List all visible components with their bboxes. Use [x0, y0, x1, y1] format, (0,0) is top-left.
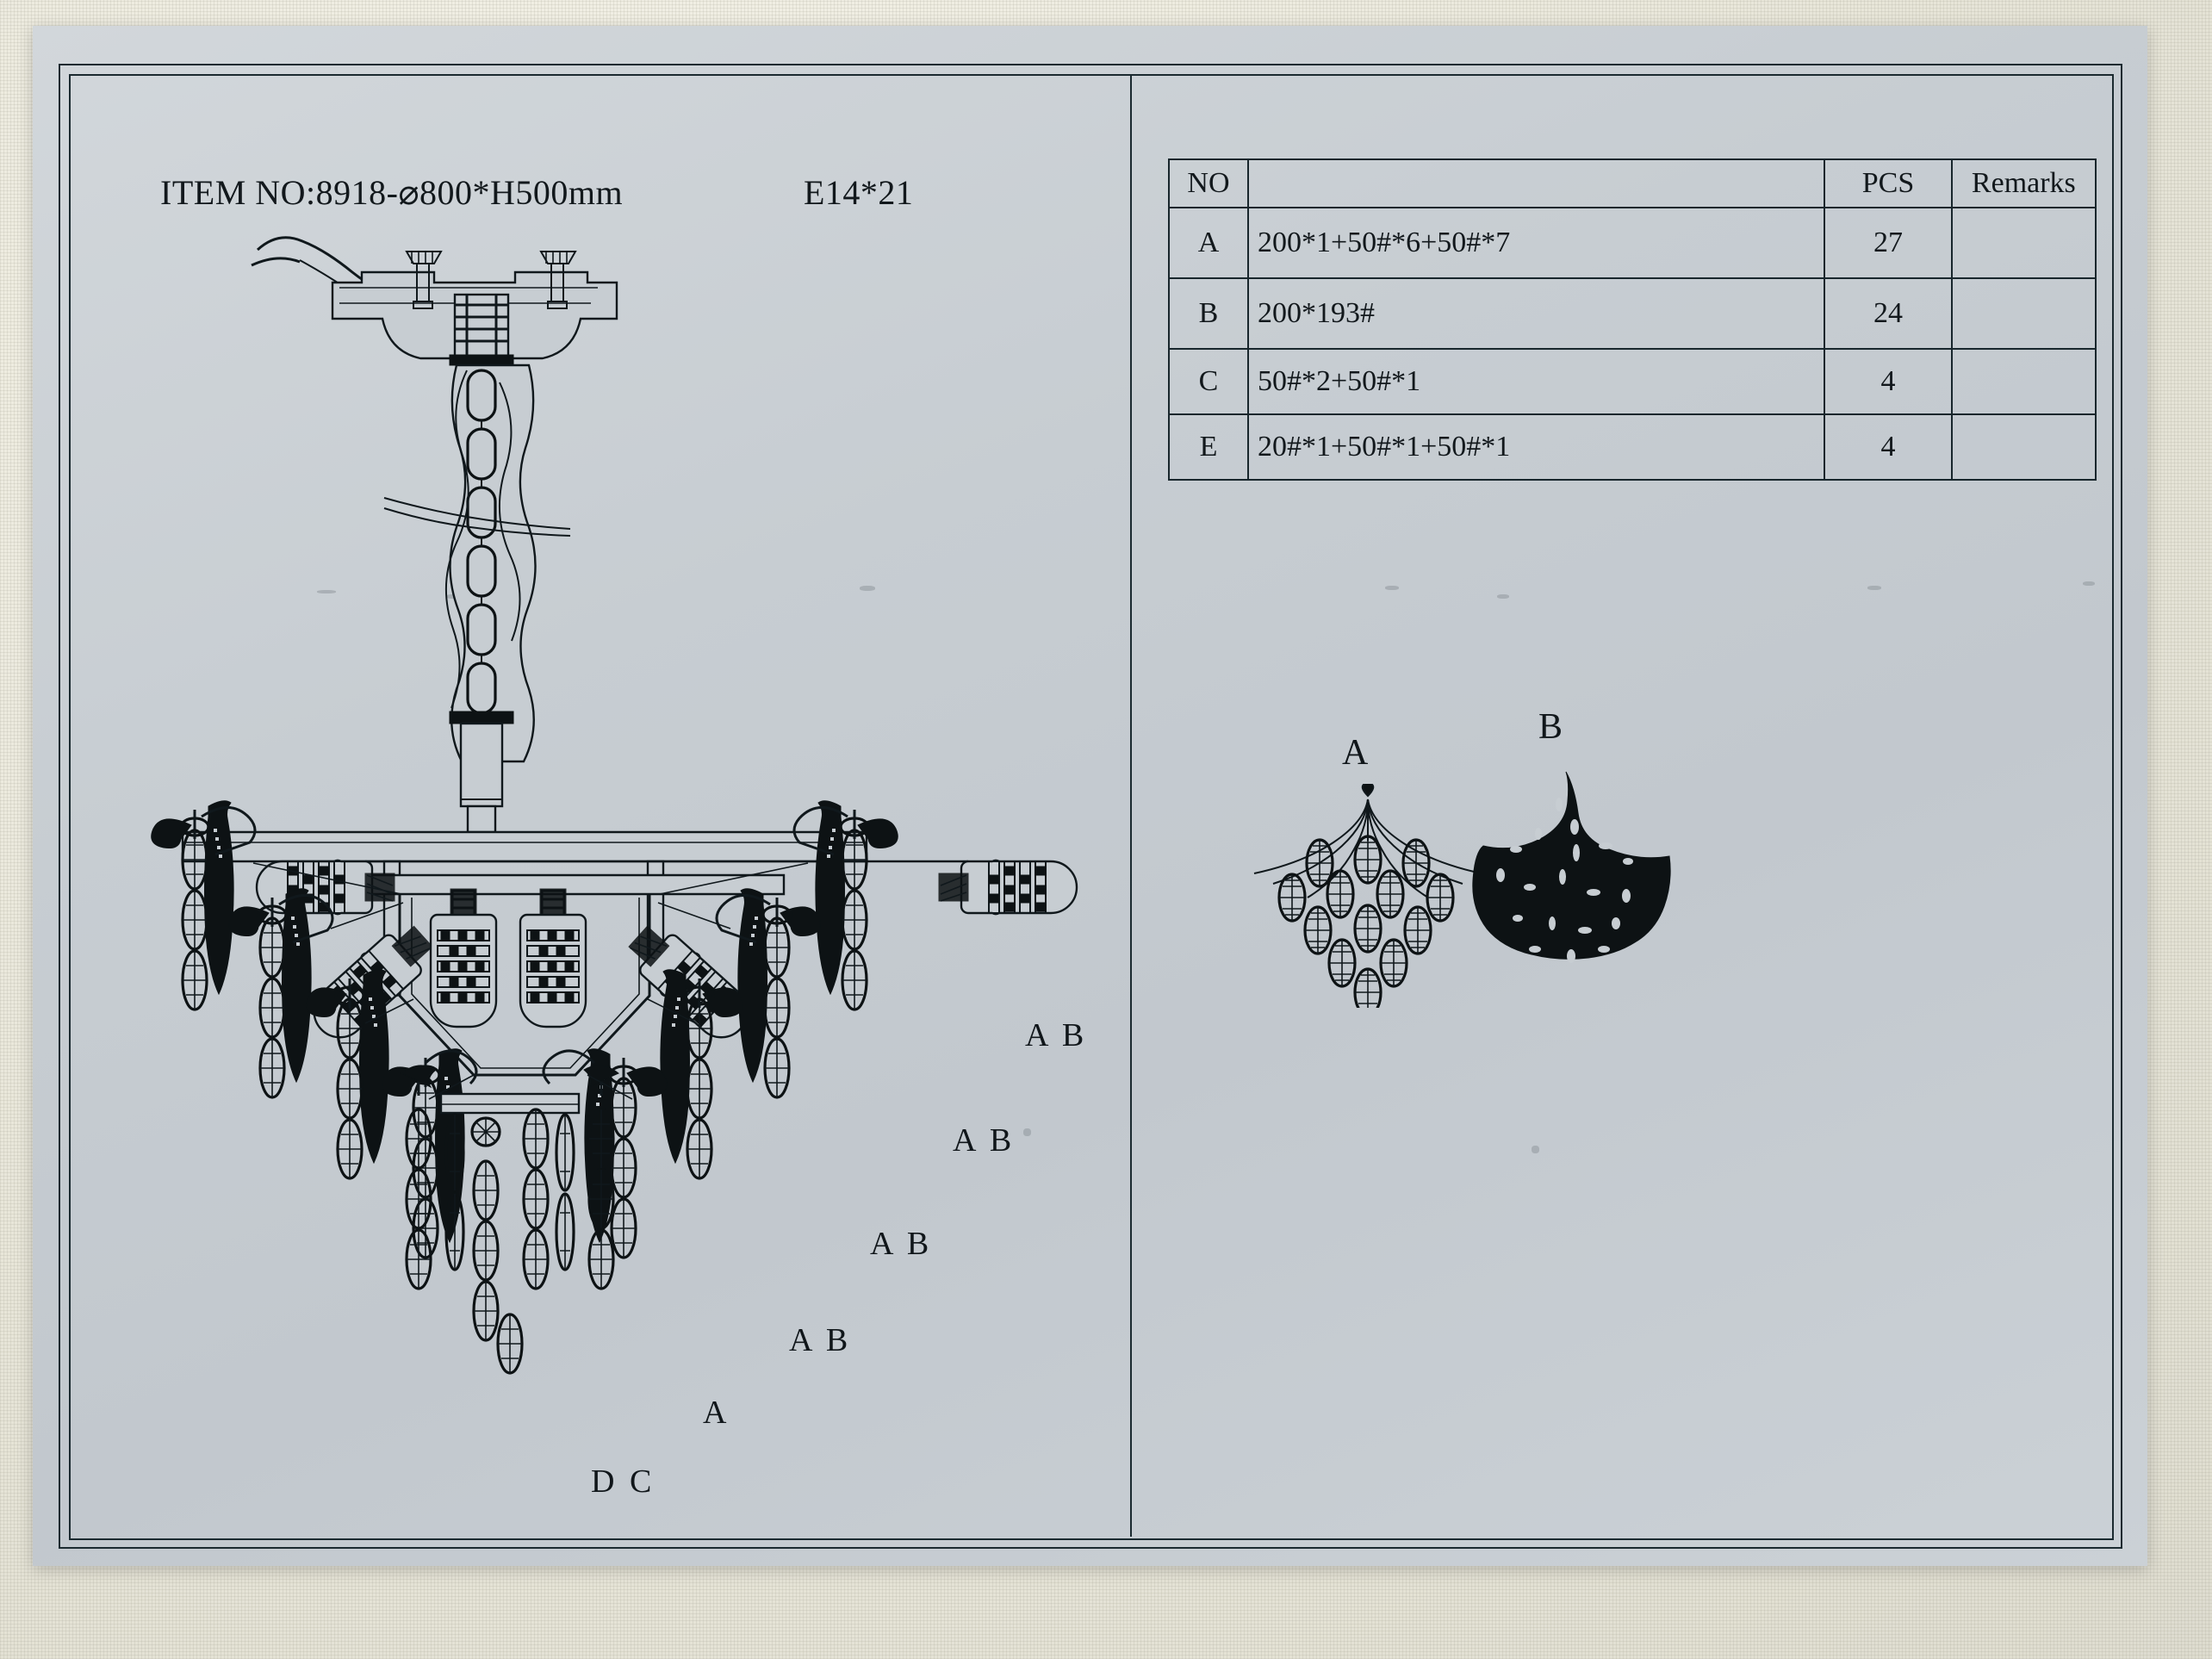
row-remarks: [1950, 348, 2097, 415]
crystal-drop-right-3: [661, 970, 743, 1178]
paper-speck: [1497, 594, 1509, 599]
row-remarks: [1950, 207, 2097, 279]
callout-ab-2: A B: [953, 1122, 1016, 1159]
row-desc: 200*193#: [1246, 277, 1826, 350]
column-header-remarks: Remarks: [1950, 158, 2097, 208]
parts-table: NO PCS Remarks A 200*1+50#*6+50#*7 27 B …: [1168, 158, 2097, 481]
paper-speck: [1532, 1146, 1539, 1153]
suspension-chain: [383, 363, 571, 834]
table-row: A 200*1+50#*6+50#*7 27: [1168, 207, 2097, 279]
row-remarks: [1950, 413, 2097, 481]
crystal-drop-left-1: [152, 801, 233, 1010]
callout-a: A: [703, 1395, 730, 1431]
paper-speck: [317, 590, 336, 593]
mounting-screw-right: [539, 251, 577, 309]
row-desc: 20#*1+50#*1+50#*1: [1246, 413, 1826, 481]
row-pcs: 4: [1824, 413, 1953, 481]
sample-a-label: A: [1342, 733, 1369, 773]
column-header-desc: [1246, 158, 1826, 208]
cord-grip: [449, 293, 514, 366]
row-desc: 50#*2+50#*1: [1246, 348, 1826, 415]
lamp-bulb-right-horizontal: [937, 859, 1078, 916]
paper-speck: [2083, 581, 2095, 586]
row-no: B: [1168, 277, 1249, 350]
callout-ab-4: A B: [789, 1322, 852, 1358]
table-row: B 200*193# 24: [1168, 277, 2097, 350]
paper-speck: [1867, 586, 1881, 590]
row-no: A: [1168, 207, 1249, 279]
crystal-drop-left-2: [229, 889, 311, 1097]
row-no: E: [1168, 413, 1249, 481]
spec-sheet-paper: ITEM NO:8918-⌀800*H500mm E14*21: [33, 26, 2147, 1566]
column-header-no: NO: [1168, 158, 1249, 208]
mounting-screw-left: [405, 251, 443, 309]
row-remarks: [1950, 277, 2097, 350]
crystal-drop-right-1: [816, 801, 898, 1010]
row-pcs: 4: [1824, 348, 1953, 415]
part-sample-a-illustration: [1253, 784, 1482, 1008]
table-header-row: NO PCS Remarks: [1168, 158, 2097, 208]
part-sample-b-illustration: [1472, 771, 1671, 963]
border-frame-outer: [59, 64, 2122, 1549]
paper-speck: [1385, 586, 1399, 590]
paper-speck: [1023, 1128, 1031, 1136]
crystal-drop-left-3: [307, 970, 388, 1178]
callout-dc: D C: [591, 1463, 656, 1500]
row-no: C: [1168, 348, 1249, 415]
item-number-label: ITEM NO:8918-⌀800*H500mm: [160, 173, 624, 212]
row-pcs: 24: [1824, 277, 1953, 350]
table-row: C 50#*2+50#*1 4: [1168, 348, 2097, 415]
row-pcs: 27: [1824, 207, 1953, 279]
row-desc: 200*1+50#*6+50#*7: [1246, 207, 1826, 279]
callout-ab-3: A B: [870, 1226, 933, 1262]
lamp-bulb-center-left: [429, 887, 498, 1028]
chandelier-assembly-drawing: [81, 236, 1078, 1375]
bead-rosette-cluster: [470, 1108, 550, 1375]
callout-ab-1: A B: [1025, 1017, 1088, 1053]
crystal-drop-right-2: [738, 889, 820, 1097]
paper-speck: [860, 586, 875, 591]
ceiling-mount-assembly: [251, 236, 618, 366]
socket-spec-label: E14*21: [804, 173, 914, 212]
lamp-bulb-center-right: [519, 887, 587, 1028]
bead-column-right: [555, 1113, 575, 1271]
table-row: E 20#*1+50#*1+50#*1 4: [1168, 413, 2097, 481]
bottom-bead-cluster: [401, 1049, 619, 1375]
sample-b-label: B: [1538, 707, 1563, 747]
panel-divider: [1130, 74, 1132, 1537]
bead-strand-outer-left: [401, 1065, 437, 1290]
column-header-pcs: PCS: [1824, 158, 1953, 208]
border-frame-inner: [69, 74, 2114, 1540]
